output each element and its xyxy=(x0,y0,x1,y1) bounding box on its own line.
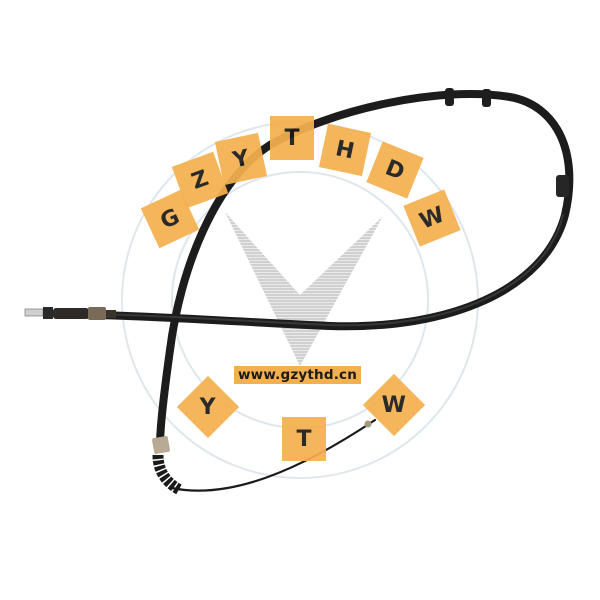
top-grommets xyxy=(445,88,491,107)
brake-cable xyxy=(56,89,574,492)
watermark-letter-bottom-y: Y xyxy=(200,394,216,420)
watermark-tile-h: H xyxy=(318,123,372,177)
watermark-tile-t: T xyxy=(270,116,314,160)
watermark-url: www.gzythd.cn xyxy=(234,366,362,384)
watermark-tile-bottom-t: T xyxy=(282,417,326,461)
left-end-fitting xyxy=(24,307,116,320)
watermark-letter-bottom-w: W xyxy=(381,392,407,418)
lower-bellows-fitting xyxy=(152,420,372,495)
watermark-tile-y: Y xyxy=(214,132,268,186)
chevron-logo-icon xyxy=(225,212,383,366)
right-sleeve xyxy=(556,175,569,197)
